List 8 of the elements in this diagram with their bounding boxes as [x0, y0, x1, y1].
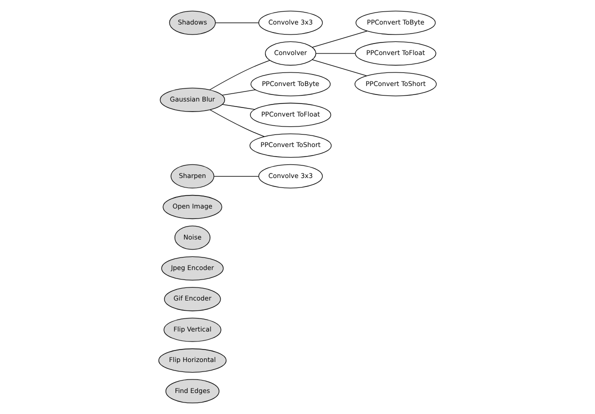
- connector: [222, 104, 256, 110]
- connector: [312, 59, 368, 76]
- connector: [209, 60, 270, 90]
- connector: [214, 176, 259, 177]
- connector: [316, 53, 356, 54]
- connector: [222, 89, 256, 96]
- connector: [215, 22, 259, 24]
- connector: [312, 30, 368, 48]
